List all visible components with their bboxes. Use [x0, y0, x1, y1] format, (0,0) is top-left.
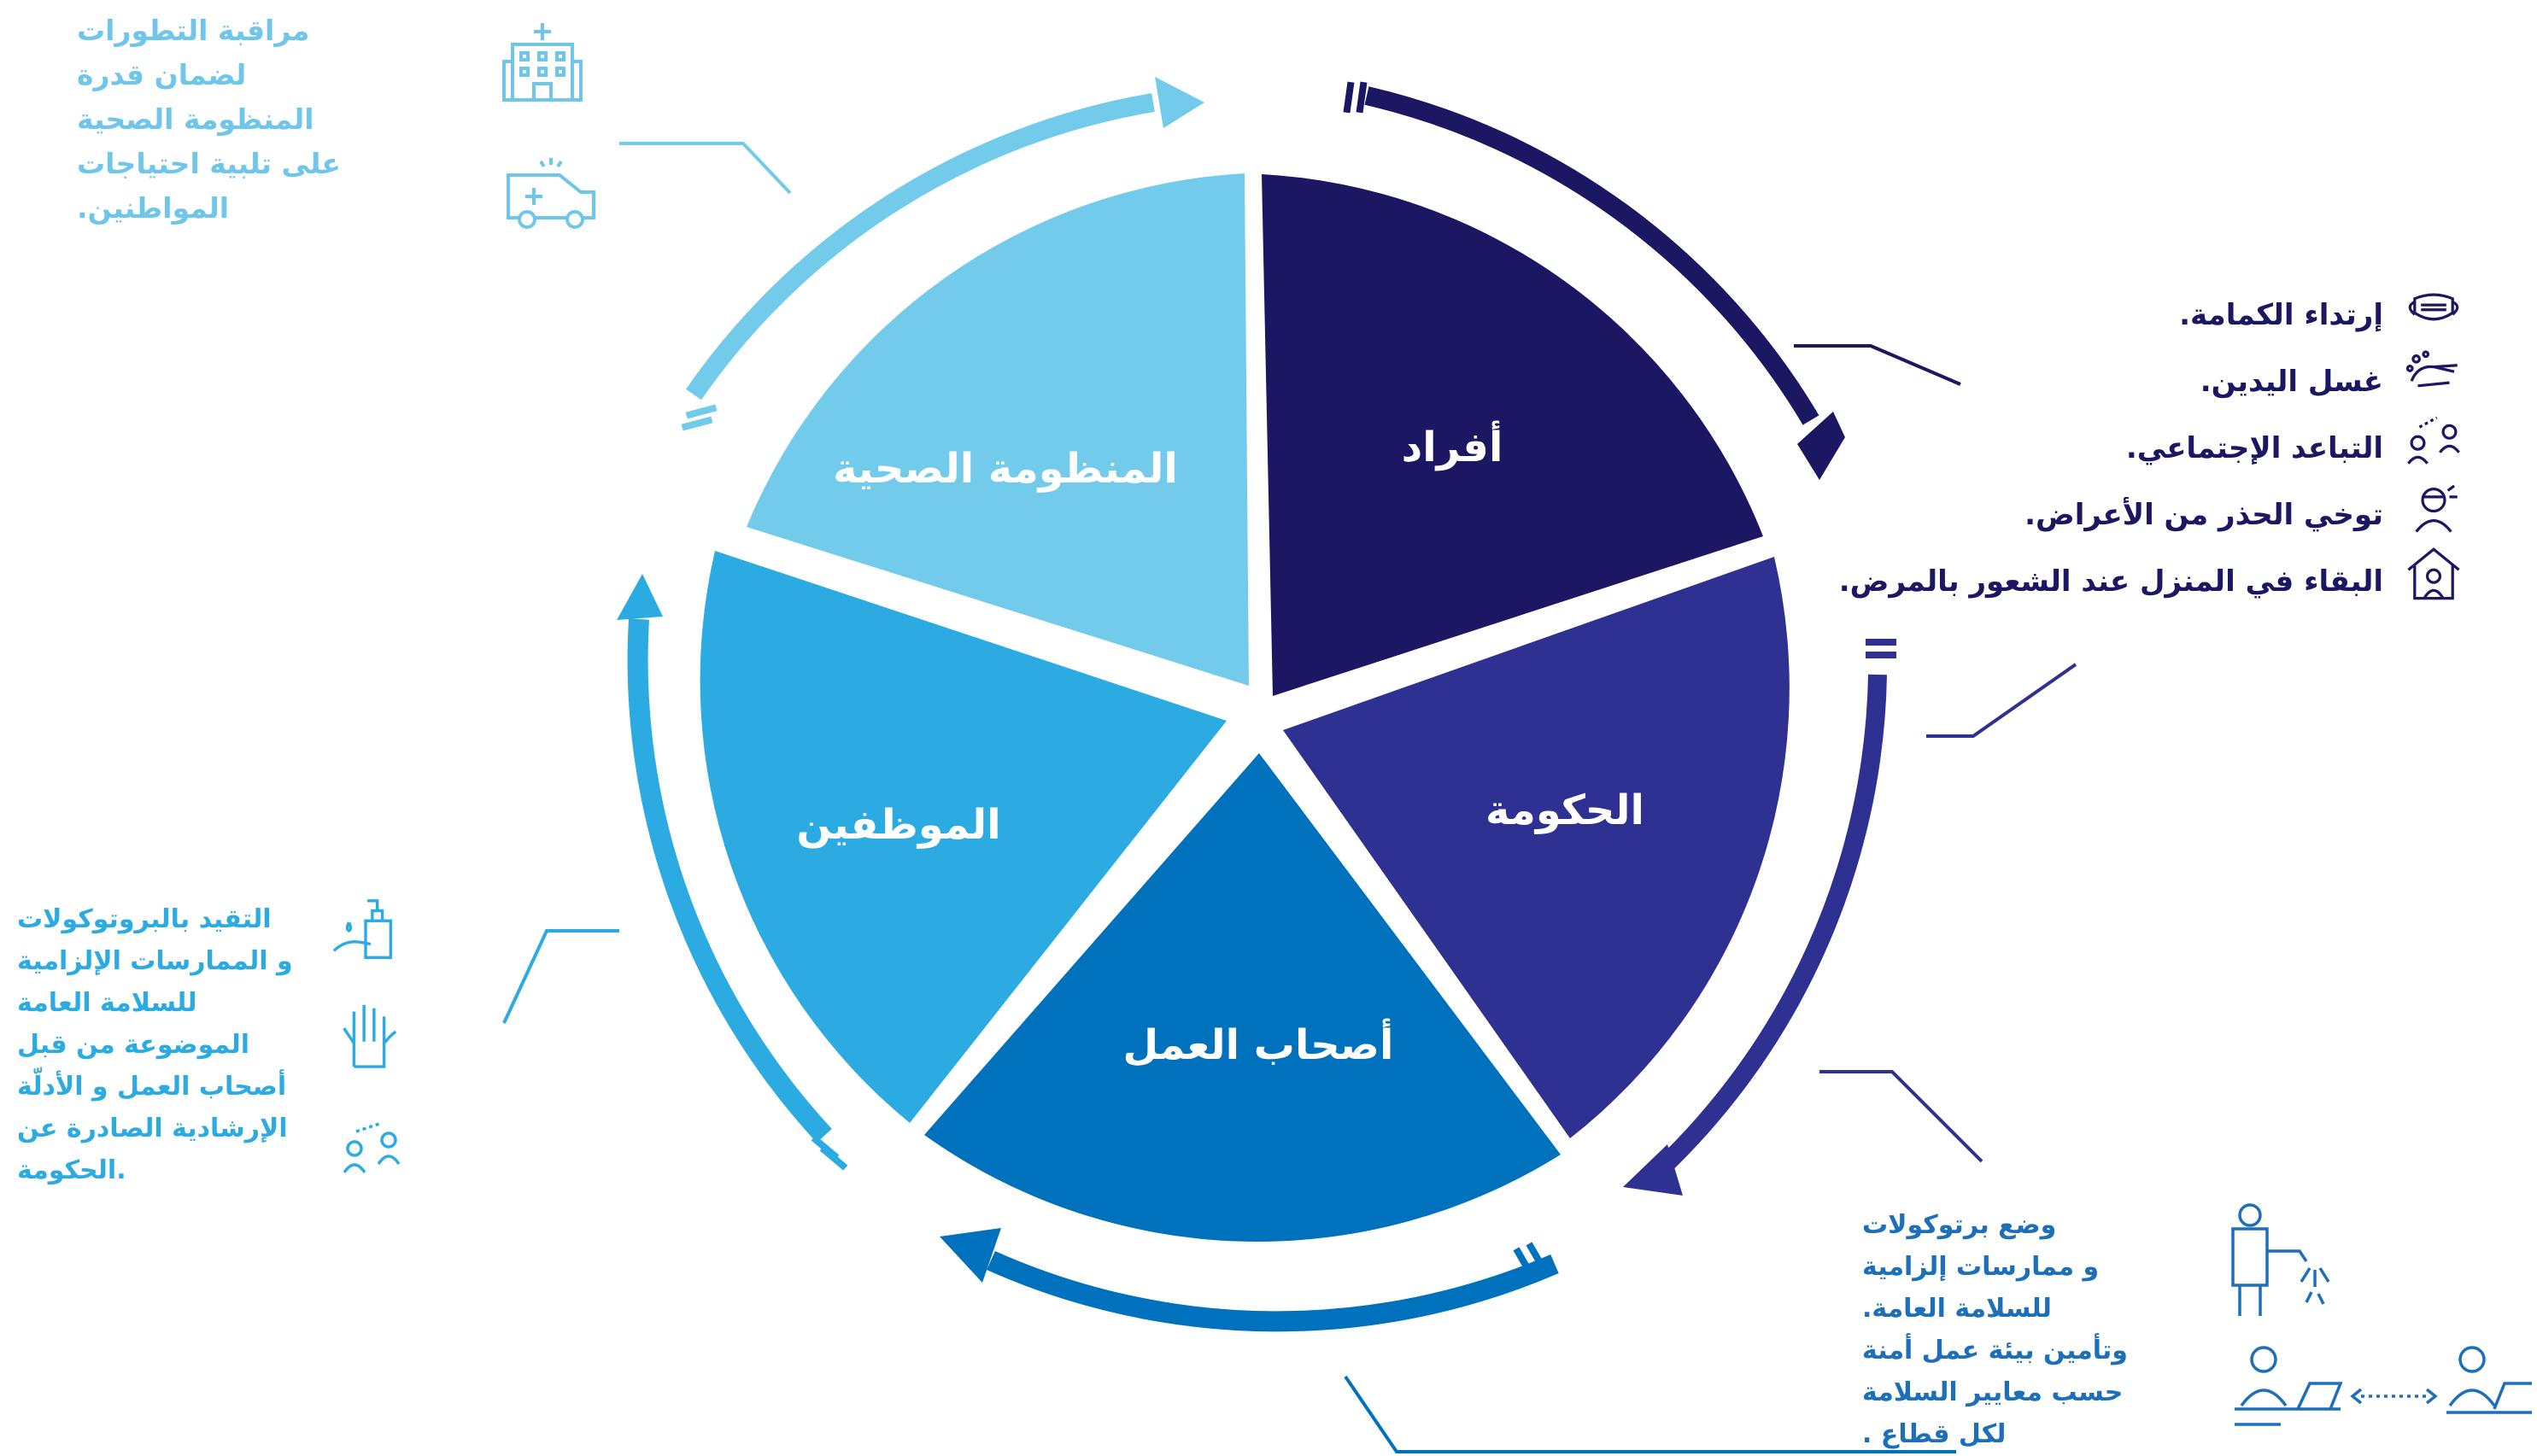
employers-note-line: وضع برتوكولات	[1862, 1210, 2057, 1240]
gloves-icon	[335, 995, 403, 1070]
leader-individuals	[1794, 344, 1961, 386]
employees-note-line: و الممارسات الإلزامية	[17, 946, 293, 976]
pie-chart	[700, 173, 1790, 1242]
hospital-icon	[500, 19, 585, 104]
leader-employers-bottom	[1344, 1375, 1956, 1453]
health-system-note-line: لضمان قدرة	[77, 58, 247, 91]
arrow-employers	[940, 1228, 1559, 1332]
label-employees: الموظفين	[796, 801, 1000, 849]
office-distancing-icon	[2229, 1341, 2349, 1435]
individuals-action-item: البقاء في المنزل عند الشعور بالمرض.	[1838, 564, 2383, 599]
health-system-note-line: المواطنين.	[77, 191, 230, 225]
arrow-individuals	[1343, 81, 1845, 480]
arrow-government	[1623, 639, 1896, 1196]
disinfection-worker-icon	[2221, 1200, 2349, 1319]
symptoms-icon	[2402, 475, 2465, 538]
segment-employees	[700, 551, 1227, 1123]
employees-note-line: للسلامة العامة	[17, 988, 197, 1018]
employees-note-line: التقيد بالبروتوكولات	[17, 904, 272, 934]
hand-sanitizer-icon	[329, 892, 404, 968]
employees-note: التقيد بالبروتوكولات و الممارسات الإلزام…	[17, 898, 314, 1191]
employees-note-line: الموضوعة من قبل	[17, 1030, 250, 1060]
segment-government	[1283, 557, 1790, 1138]
employees-note-line: أصحاب العمل و الأدلّة	[17, 1072, 287, 1102]
distance-arrow-icon	[2349, 1383, 2439, 1409]
arrow-employees	[617, 574, 848, 1171]
individuals-actions: إرتداء الكمامة. غسل اليدين. التباعد الإج…	[1839, 282, 2383, 615]
employers-note-line: حسب معايير السلامة	[1862, 1377, 2124, 1407]
employers-note-line: لكل قطاع .	[1862, 1419, 2007, 1449]
employers-note-line: وتأمين بيئة عمل أمنة	[1862, 1336, 2128, 1365]
individuals-action-item: توخي الحذر من الأعراض.	[2024, 498, 2383, 532]
arrow-health-system	[681, 77, 1204, 431]
individuals-action-item: إرتداء الكمامة.	[2179, 298, 2383, 332]
health-system-note-line: مراقبة التطورات	[77, 14, 310, 47]
health-system-note-line: المنظومة الصحية	[77, 102, 314, 136]
face-mask-icon	[2402, 275, 2465, 338]
ambulance-icon	[500, 149, 602, 235]
health-system-note: مراقبة التطورات لضمان قدرة المنظومة الصح…	[77, 9, 444, 231]
leader-health-system	[619, 142, 792, 195]
label-individuals: أفراد	[1402, 420, 1503, 471]
segment-employers	[924, 753, 1561, 1242]
employers-note-line: للسلامة العامة.	[1862, 1294, 2052, 1324]
employers-note: وضع برتوكولات و ممارسات إلزامية للسلامة …	[1862, 1204, 2195, 1455]
individuals-action-item: التباعد الإجتماعي.	[2125, 431, 2383, 465]
leader-government	[1926, 663, 2077, 738]
stay-home-icon	[2402, 541, 2465, 605]
social-distancing-icon	[2402, 408, 2465, 471]
segment-individuals	[1262, 174, 1763, 696]
health-system-note-line: على تلبية احتياجات	[77, 147, 341, 180]
employees-note-line: .الحكومة	[17, 1155, 126, 1185]
individuals-action-item: غسل اليدين.	[2200, 365, 2383, 399]
leader-employees	[502, 929, 619, 1024]
label-health-system: المنظومة الصحية	[833, 445, 1178, 493]
leader-employers-top	[1819, 1070, 1983, 1163]
label-government: الحكومة	[1485, 786, 1644, 834]
label-employers: أصحاب العمل	[1123, 1018, 1394, 1069]
employers-note-line: و ممارسات إلزامية	[1862, 1252, 2100, 1282]
office-worker-icon	[2443, 1341, 2535, 1435]
employees-note-line: الإرشادية الصادرة عن	[17, 1114, 288, 1143]
segment-health-system	[747, 173, 1249, 686]
social-distancing-icon	[337, 1114, 406, 1176]
hand-washing-icon	[2402, 342, 2465, 405]
